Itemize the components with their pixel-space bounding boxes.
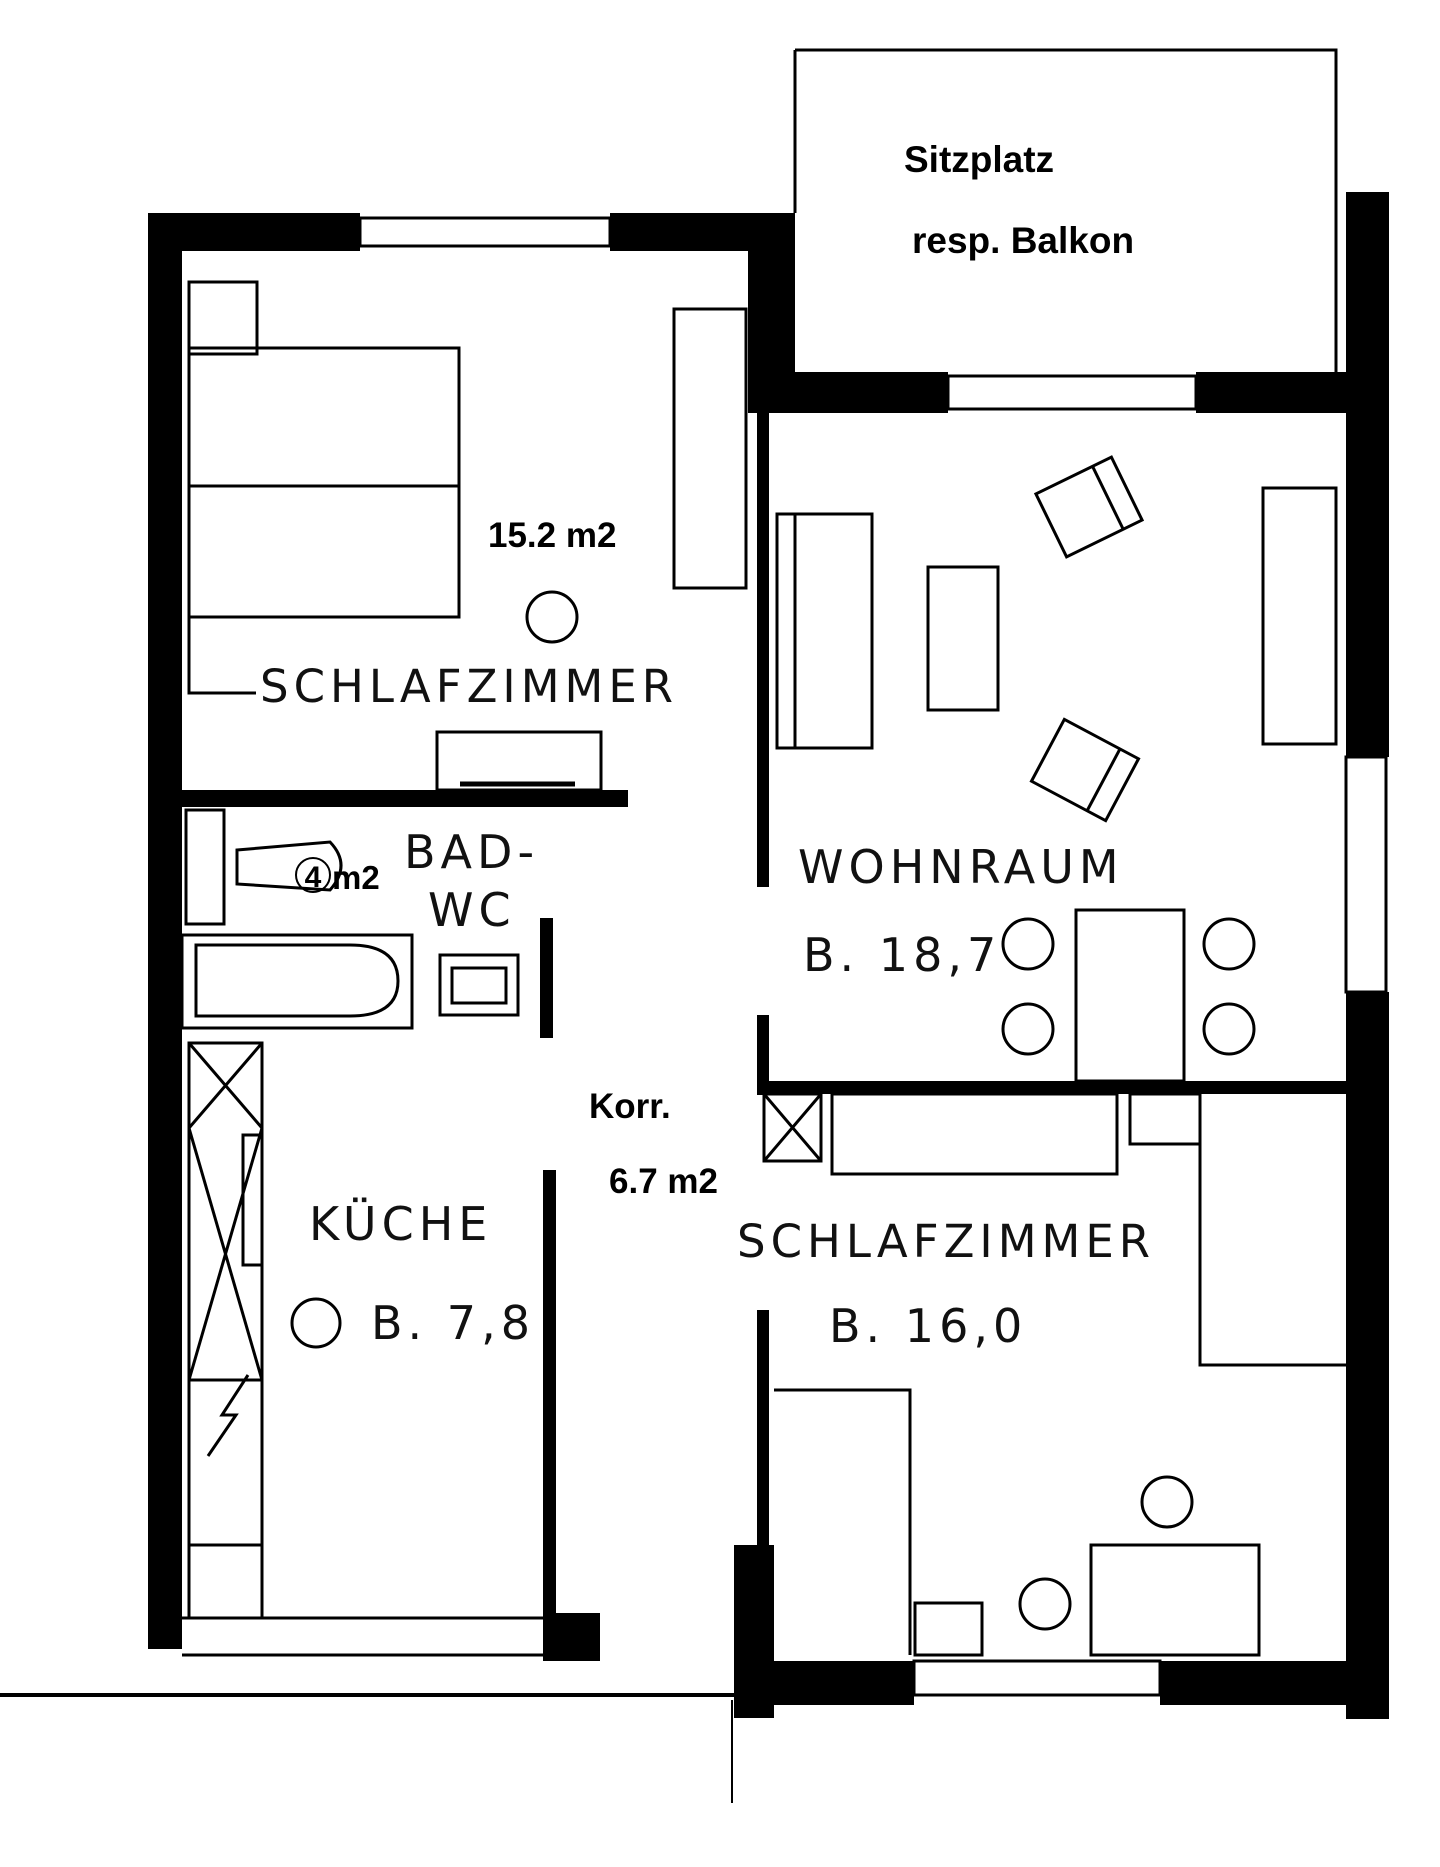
bedroom-top-name: SCHLAFZIMMER	[260, 660, 678, 713]
living-name: WOHNRAUM	[798, 840, 1124, 894]
bed-frame	[187, 346, 461, 619]
balcony-outline	[795, 48, 1338, 372]
desk-bedroom2	[1089, 1543, 1261, 1657]
bedroom2-wardrobe-outline	[1198, 1094, 1346, 1367]
nightstand-bedroom2	[913, 1601, 984, 1657]
corridor-area: 6.7 m2	[609, 1162, 718, 1201]
wall-bedroom2-left-upper	[757, 1310, 769, 1555]
corridor-cabinet	[762, 1092, 823, 1163]
wall-kitchen-corner	[543, 1613, 600, 1661]
balcony-label-line2: resp. Balkon	[912, 220, 1134, 261]
wall-living-bottom	[769, 1081, 1346, 1094]
bath-name-line1: BAD-	[404, 825, 539, 879]
kitchen-electric-symbol	[206, 1374, 250, 1457]
kitchen-cabinet-column	[187, 1041, 264, 1620]
toilet	[235, 840, 343, 892]
bath-name-line2: WC	[428, 883, 516, 937]
bath-area-unit: m2	[332, 859, 380, 896]
wall-bath-right	[540, 918, 553, 1038]
wardrobe-living	[1261, 486, 1338, 746]
bedroom-bottom-name: SCHLAFZIMMER	[737, 1215, 1155, 1268]
sink-basin	[450, 966, 508, 1005]
wall-left-exterior	[148, 213, 182, 1649]
armchair-top	[1033, 455, 1145, 559]
corridor-cab-x2	[762, 1093, 823, 1162]
labels: Sitzplatz resp. Balkon 15.2 m2 SCHLAFZIM…	[260, 139, 1155, 1353]
sofa-living	[775, 512, 874, 750]
wall-bedroom2-bottom-right	[1160, 1661, 1389, 1705]
walls	[148, 192, 1389, 1719]
bath-shelf	[184, 808, 226, 926]
lamp-bedroom-top	[525, 590, 579, 644]
kitchen-area: B. 7,8	[371, 1296, 535, 1350]
bath-area-number: 4	[305, 861, 322, 894]
wall-kitchen-right	[543, 1170, 556, 1617]
bath-area-circle	[295, 857, 331, 893]
kitchen-cab-x2	[187, 1042, 264, 1129]
sink	[438, 953, 520, 1017]
kitchen-stove	[241, 1133, 264, 1267]
balcony-label-line1: Sitzplatz	[904, 139, 1054, 180]
corridor-name: Korr.	[589, 1087, 671, 1126]
bath-counter	[182, 933, 414, 1030]
coffee-table	[926, 565, 1000, 712]
wall-partition-bedroom-living	[757, 411, 769, 887]
dresser-bedroom-top	[435, 730, 603, 792]
bedroom-top-area: 15.2 m2	[488, 516, 616, 555]
bed-headboard	[187, 280, 259, 356]
armchair-bottom	[1029, 717, 1141, 823]
dining-table	[1074, 908, 1186, 1083]
wall-bedroom2-bottom-left	[734, 1661, 914, 1705]
wall-bedroom-bath	[182, 790, 628, 807]
dining-chair-3	[1001, 1002, 1055, 1056]
corridor-small-box	[1128, 1092, 1202, 1146]
wall-living-top-left	[748, 372, 948, 413]
window-living-right	[1344, 755, 1388, 994]
living-area: B. 18,7	[803, 928, 1001, 982]
wall-right-lower	[1346, 992, 1389, 1719]
lamp-bedroom2	[1140, 1475, 1194, 1529]
window-living-top	[946, 374, 1198, 411]
bed-bedroom2	[774, 1388, 912, 1655]
furniture	[180, 280, 1346, 1657]
window-bedroom2-bottom	[912, 1659, 1162, 1697]
dining-chair-2	[1202, 917, 1256, 971]
kitchen-name: KÜCHE	[309, 1197, 492, 1251]
chair-bedroom2	[1018, 1577, 1072, 1631]
wardrobe-bedroom-top	[672, 307, 748, 590]
bathtub	[194, 943, 400, 1018]
bed-side-line	[187, 617, 256, 695]
bedroom-bottom-area: B. 16,0	[829, 1299, 1027, 1353]
dining-chair-1	[1001, 917, 1055, 971]
lamp-kitchen	[290, 1297, 342, 1349]
window-bedroom-top	[358, 216, 612, 248]
wall-top-left	[148, 213, 360, 251]
dining-chair-4	[1202, 1002, 1256, 1056]
corridor-wardrobe	[830, 1092, 1119, 1176]
wall-right-upper	[1346, 192, 1389, 757]
wall-living-bottom-stub	[757, 1015, 769, 1095]
outlines	[0, 48, 1388, 1803]
kitchen-cab-x4	[187, 1127, 264, 1381]
